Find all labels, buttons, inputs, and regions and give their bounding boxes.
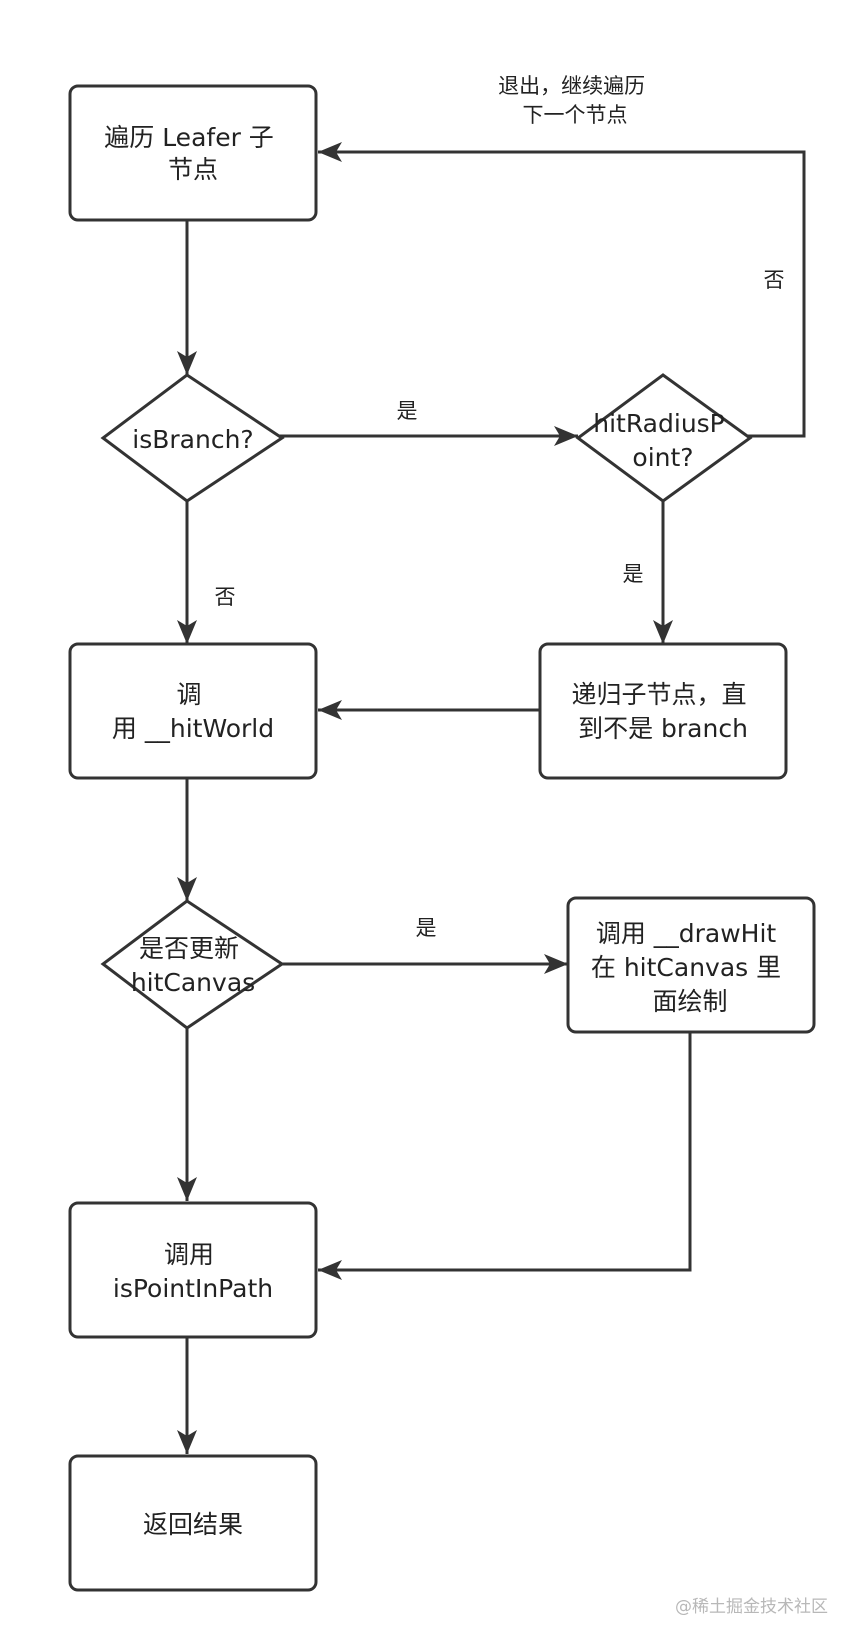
edge-hitradius-no-to-traverse xyxy=(318,142,806,438)
edges xyxy=(177,142,806,1454)
node-traverse-text: 遍历 Leafer 子 节点 xyxy=(104,123,282,184)
label-no-hit-radius: 否 xyxy=(764,268,785,292)
node-update-canvas: 是否更新 hitCanvas xyxy=(100,899,285,1030)
node-return-result: 返回结果 xyxy=(68,1454,318,1592)
node-call-hit-world: 调 用 __hitWorld xyxy=(68,642,318,780)
node-recurse: 递归子节点，直 到不是 branch xyxy=(538,642,788,780)
node-draw-hit: 调用 __drawHit 在 hitCanvas 里 面绘制 xyxy=(566,896,816,1034)
label-yes-hit-radius: 是 xyxy=(623,562,644,586)
node-point-in-path: 调用 isPointInPath xyxy=(68,1201,318,1339)
node-point-in-path-text: 调用 isPointInPath xyxy=(113,1240,273,1303)
edge-drawhit-to-pointinpath xyxy=(318,1032,692,1280)
label-yes-branch: 是 xyxy=(397,399,418,423)
node-return-result-text: 返回结果 xyxy=(143,1510,243,1539)
watermark: @稀土掘金技术社区 xyxy=(675,1597,828,1617)
label-no-branch: 否 xyxy=(215,585,236,609)
node-is-branch-text: isBranch? xyxy=(132,425,253,454)
node-is-branch: isBranch? xyxy=(100,373,285,503)
node-hit-radius: hitRadiusP oint? xyxy=(575,373,753,503)
label-exit-continue: 退出，继续遍历 下一个节点 xyxy=(498,74,652,127)
node-update-canvas-text: 是否更新 hitCanvas xyxy=(131,934,255,997)
node-call-hit-world-text: 调 用 __hitWorld xyxy=(112,680,274,743)
node-draw-hit-text: 调用 __drawHit 在 hitCanvas 里 面绘制 xyxy=(591,919,789,1016)
node-recurse-text: 递归子节点，直 到不是 branch xyxy=(572,680,755,743)
node-hit-radius-text: hitRadiusP oint? xyxy=(593,409,732,472)
label-yes-update: 是 xyxy=(416,916,437,940)
node-traverse: 遍历 Leafer 子 节点 xyxy=(68,84,318,222)
